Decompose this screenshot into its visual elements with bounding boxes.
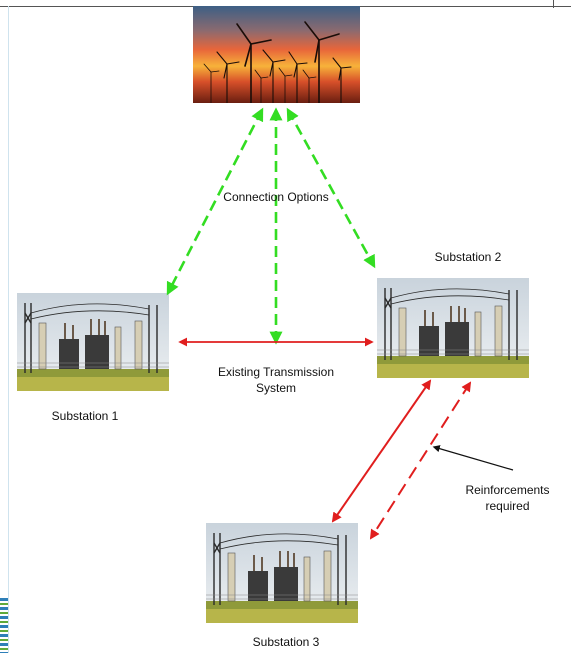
substation-3-label: Substation 3	[252, 635, 320, 649]
connection-options-label: Connection Options	[223, 190, 329, 204]
frame-left-border	[8, 6, 9, 653]
connection-arrow-to-substation-1	[166, 107, 264, 296]
substation-1-image	[17, 293, 169, 391]
reinforcements-line-2: required	[485, 499, 530, 513]
reinforcement-arrow	[369, 381, 472, 540]
transmission-arrow-substation-2-3	[331, 379, 432, 523]
edge-decoration	[0, 598, 8, 653]
substation-2-label: Substation 2	[434, 250, 502, 264]
existing-transmission-line-1: Existing Transmission	[217, 365, 335, 379]
substation-3-image	[206, 523, 358, 623]
reinforcement-pointer-arrow	[432, 445, 514, 471]
existing-transmission-line-2: System	[255, 381, 296, 395]
substation-1-label: Substation 1	[51, 409, 119, 423]
connection-arrow-to-substation-2	[286, 107, 376, 269]
substation-2-image	[377, 278, 529, 378]
frame-corner-tick	[553, 0, 554, 8]
wind-farm-image	[193, 6, 360, 103]
reinforcements-label: Reinforcements required	[450, 482, 565, 514]
existing-transmission-label: Existing Transmission System	[196, 364, 356, 396]
reinforcements-line-1: Reinforcements	[465, 483, 550, 497]
